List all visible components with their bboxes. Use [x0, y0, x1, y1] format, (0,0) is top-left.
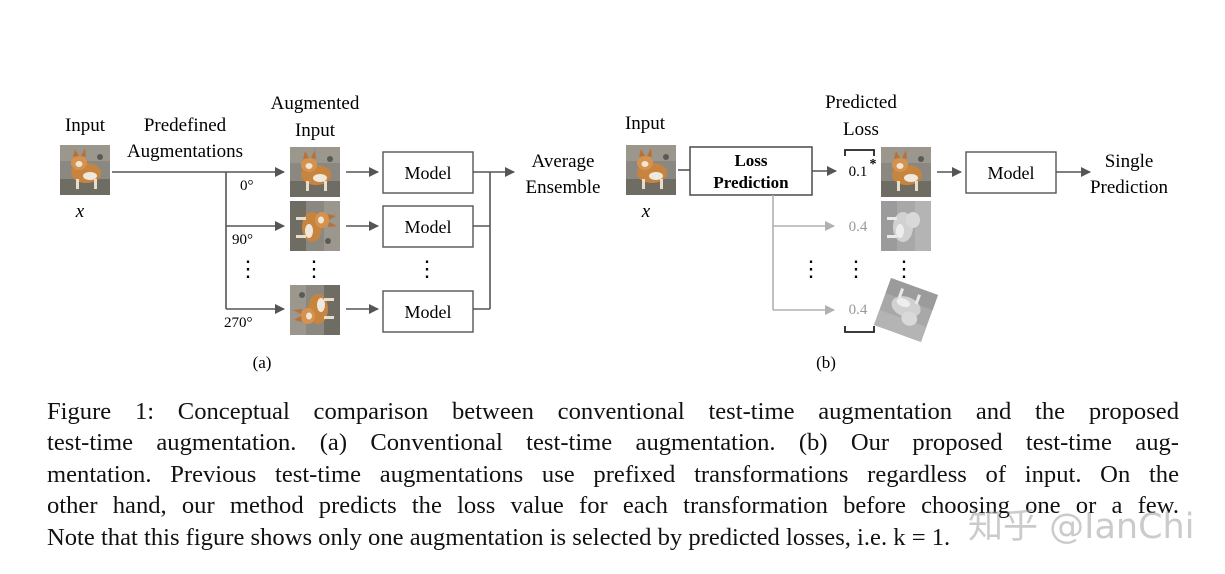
b-model-box: Model — [965, 151, 1057, 194]
b-loss-value-2: 0.4 — [849, 219, 868, 235]
b-dots-3: ⋮ — [893, 256, 915, 281]
a-angle-90: 90° — [232, 232, 253, 248]
a-branch-lines — [112, 167, 285, 314]
b-aug-image-faded-1 — [881, 201, 931, 251]
figure-caption: Figure 1: Conceptual comparison between … — [47, 396, 1179, 553]
caption-line-4: other hand, our method predicts the loss… — [47, 492, 1179, 520]
a-augmented-label-1: Augmented — [271, 93, 360, 114]
b-loss-value-3: 0.4 — [849, 302, 868, 318]
a-input-image — [60, 145, 110, 195]
a-model-box-3: Model — [382, 290, 474, 333]
b-loss-prediction-box: Loss Prediction — [689, 146, 813, 196]
svg-text:Model: Model — [405, 163, 452, 183]
caption-line-5: Note that this figure shows only one aug… — [47, 523, 951, 551]
svg-text:Model: Model — [405, 217, 452, 237]
a-predefined-label-1: Predefined — [144, 115, 227, 136]
b-predicted-label-2: Loss — [843, 119, 879, 140]
a-predefined-label-2: Augmentations — [127, 141, 243, 162]
b-loss-bracket — [844, 149, 875, 333]
figure-diagram: Input x Predefined Augmentations Augment… — [60, 92, 1169, 372]
a-dots-left: ⋮ — [237, 256, 259, 281]
caption-line-1: Figure 1: Conceptual comparison between … — [47, 398, 1179, 425]
caption-line-2: test-time augmentation. (a) Conventional… — [47, 429, 1179, 457]
a-augmented-label-2: Input — [295, 120, 336, 141]
b-aug-image-faded-2 — [873, 277, 939, 343]
caption-line-3: mentation. Previous test-time augmentati… — [47, 460, 1179, 488]
b-selected-mark: * — [870, 157, 877, 172]
a-average-label-2: Ensemble — [526, 177, 601, 198]
a-dots-images: ⋮ — [303, 256, 325, 281]
a-model-arrows — [346, 167, 379, 314]
b-predicted-label-1: Predicted — [825, 92, 897, 113]
a-angle-0: 0° — [240, 178, 254, 194]
a-model-box-1: Model — [382, 151, 474, 194]
a-aug-image-270 — [290, 285, 340, 335]
b-loss-value-1: 0.1 — [849, 164, 868, 180]
a-input-label: Input — [65, 115, 106, 136]
b-faded-branches — [772, 195, 835, 315]
svg-text:Prediction: Prediction — [713, 173, 789, 192]
b-aug-image-selected — [881, 147, 931, 197]
watermark: 知乎 @IanChi — [968, 507, 1195, 547]
b-panel-tag: (b) — [816, 353, 836, 372]
a-dots-models: ⋮ — [416, 256, 438, 281]
a-aug-image-0 — [290, 147, 340, 197]
b-single-label-1: Single — [1105, 151, 1154, 172]
a-merge-lines — [473, 167, 515, 310]
b-single-label-2: Prediction — [1090, 177, 1169, 198]
b-input-label: Input — [625, 113, 666, 134]
a-average-label-1: Average — [532, 151, 595, 172]
svg-text:Model: Model — [405, 302, 452, 322]
a-model-box-2: Model — [382, 205, 474, 248]
a-angle-270: 270° — [224, 315, 253, 331]
b-dots-1: ⋮ — [800, 256, 822, 281]
b-dots-2: ⋮ — [845, 256, 867, 281]
a-panel-tag: (a) — [253, 353, 272, 372]
a-input-var: x — [75, 201, 85, 222]
b-input-image — [626, 145, 676, 195]
b-input-var: x — [641, 201, 651, 222]
svg-text:Model: Model — [988, 163, 1035, 183]
svg-text:Loss: Loss — [734, 151, 767, 170]
a-aug-image-90 — [290, 201, 340, 251]
